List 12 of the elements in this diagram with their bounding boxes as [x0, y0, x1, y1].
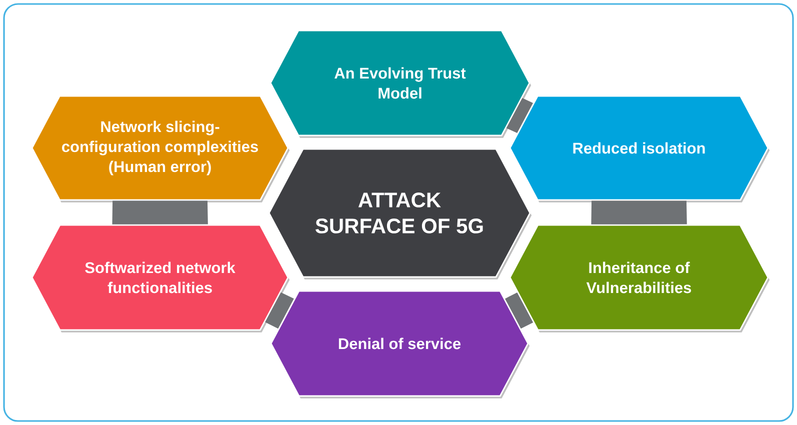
hexagon: Reduced isolation — [509, 95, 770, 202]
hexagon: An Evolving Trust Model — [270, 30, 532, 138]
hexagon: Denial of service — [270, 290, 530, 398]
connector-band — [506, 98, 534, 134]
hexagon: Network slicing-configuration complexities (Human error) — [31, 95, 290, 202]
hexagon: ATTACK SURFACE OF 5G — [268, 148, 532, 280]
connector-band — [591, 200, 687, 224]
hexagon: Inheritance of Vulnerabilities — [509, 224, 770, 332]
connector-band — [505, 292, 534, 329]
connector-band — [265, 292, 294, 329]
connector-band — [112, 200, 208, 224]
hexagon: Softwarized network functionalities — [31, 224, 290, 332]
